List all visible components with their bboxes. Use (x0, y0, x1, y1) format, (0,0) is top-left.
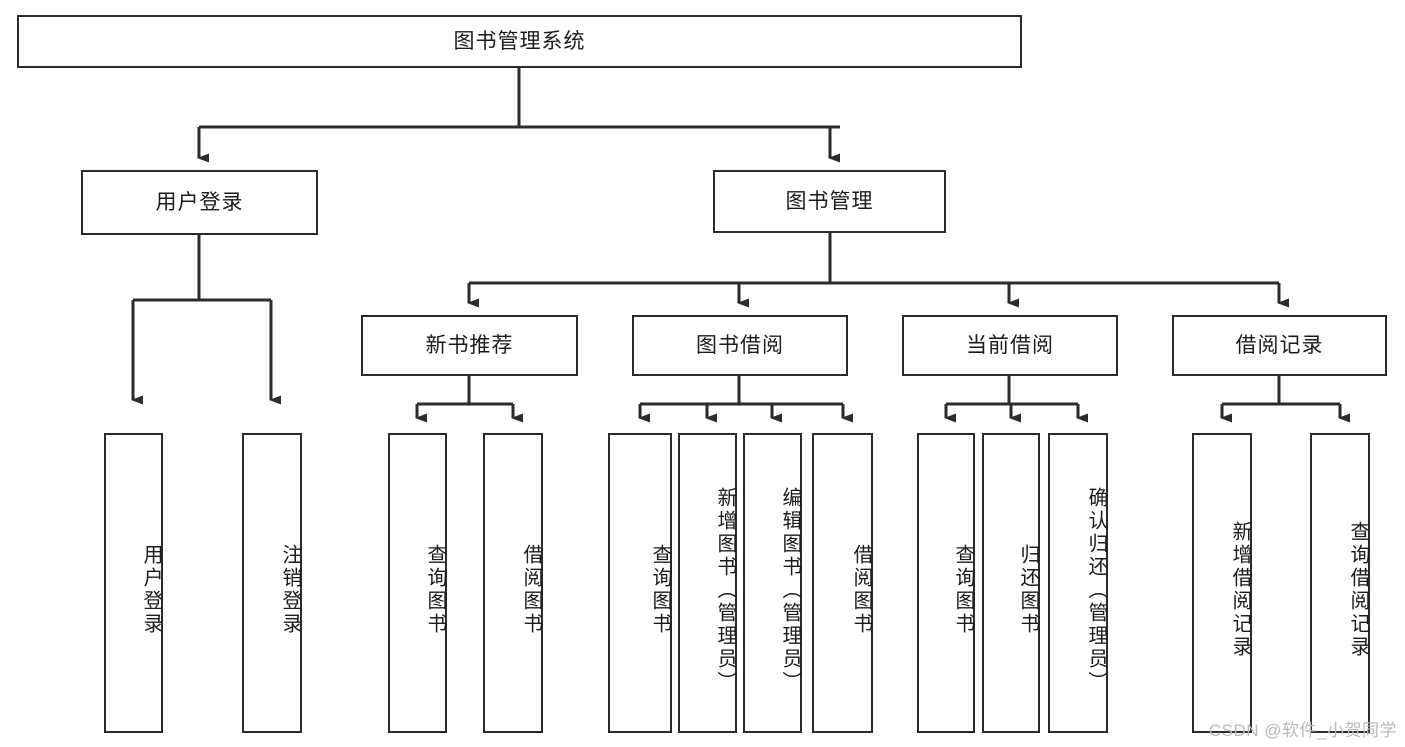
csdn-watermark: CSDN @软件_小贺同学 (1208, 721, 1397, 740)
node-label: 查询图书 (649, 544, 671, 636)
node-borrow-record[interactable]: 借阅记录 (1172, 315, 1387, 376)
node-book-management[interactable]: 图书管理 (713, 170, 946, 233)
node-label: 新书推荐 (425, 333, 514, 357)
leaf-record-add-record[interactable]: 新增借阅记录 (1192, 433, 1252, 733)
node-label: 查询借阅记录 (1347, 521, 1369, 659)
node-user-login[interactable]: 用户登录 (81, 170, 318, 235)
node-current-borrow[interactable]: 当前借阅 (902, 315, 1118, 376)
leaf-borrow-borrow-book[interactable]: 借阅图书 (812, 433, 873, 733)
node-label: 图书管理系统 (453, 29, 586, 53)
node-label: 图书管理 (785, 189, 874, 213)
leaf-recommend-query-book[interactable]: 查询图书 (388, 433, 447, 733)
leaf-user-login[interactable]: 用户登录 (104, 433, 163, 733)
node-root-system[interactable]: 图书管理系统 (17, 15, 1022, 68)
node-label: 用户登录 (155, 190, 244, 214)
leaf-recommend-borrow-book[interactable]: 借阅图书 (483, 433, 543, 733)
node-label: 当前借阅 (966, 333, 1054, 357)
node-label: 借阅图书 (850, 544, 872, 636)
node-label: 用户登录 (140, 544, 162, 636)
leaf-borrow-edit-book-admin[interactable]: 编辑图书（管理员） (743, 433, 802, 733)
node-label: 确认归还（管理员） (1085, 486, 1107, 694)
node-label: 新增图书（管理员） (714, 486, 736, 694)
node-label: 新增借阅记录 (1229, 521, 1251, 659)
leaf-user-logout[interactable]: 注销登录 (242, 433, 302, 733)
node-book-borrow[interactable]: 图书借阅 (632, 315, 848, 376)
node-label: 查询图书 (424, 544, 446, 636)
leaf-current-query-book[interactable]: 查询图书 (917, 433, 975, 733)
leaf-borrow-query-book[interactable]: 查询图书 (608, 433, 672, 733)
leaf-current-confirm-return-admin[interactable]: 确认归还（管理员） (1048, 433, 1108, 733)
node-new-book-recommend[interactable]: 新书推荐 (361, 315, 578, 376)
leaf-borrow-add-book-admin[interactable]: 新增图书（管理员） (678, 433, 737, 733)
node-label: 借阅记录 (1235, 333, 1324, 357)
node-label: 查询图书 (952, 544, 974, 636)
leaf-record-query-record[interactable]: 查询借阅记录 (1310, 433, 1370, 733)
node-label: 图书借阅 (696, 333, 784, 357)
node-label: 借阅图书 (520, 544, 542, 636)
leaf-current-return-book[interactable]: 归还图书 (982, 433, 1040, 733)
node-label: 注销登录 (279, 544, 301, 636)
node-label: 归还图书 (1017, 544, 1039, 636)
node-label: 编辑图书（管理员） (779, 486, 801, 694)
